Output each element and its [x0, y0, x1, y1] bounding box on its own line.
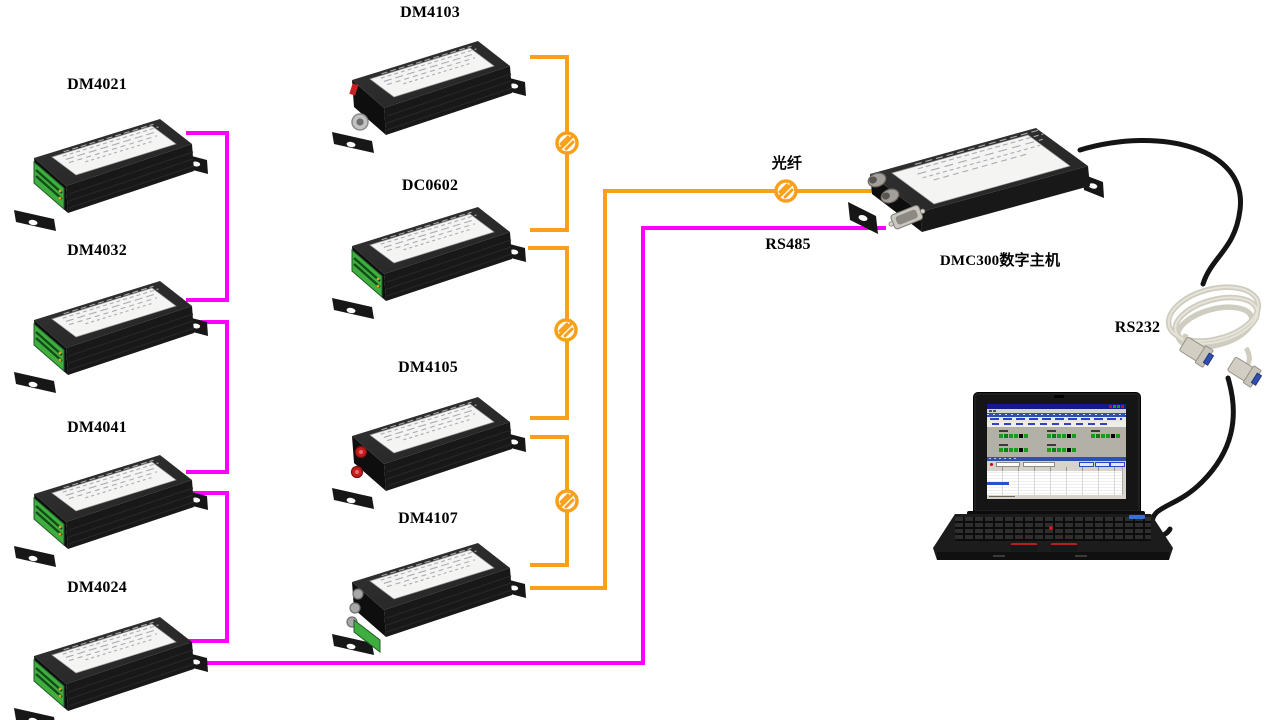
label-dm4021: DM4021 [67, 76, 127, 93]
db9-connector [1227, 356, 1263, 388]
laptop [933, 390, 1173, 565]
rs232-coil [1165, 284, 1263, 388]
label-dm4105: DM4105 [398, 359, 458, 376]
label-dm4107: DM4107 [398, 510, 458, 527]
host-dmc300 [846, 116, 1106, 256]
label-dc0602: DC0602 [401, 177, 459, 194]
app-selected-row [987, 482, 1009, 485]
label-fiber: 光纤 [771, 156, 803, 172]
rs485-link-dm4024-host [188, 226, 886, 665]
fiber-coupler-icon [555, 489, 579, 513]
app-scrollbar [1122, 467, 1126, 495]
fiber-link-dm4107-host [530, 189, 878, 590]
fiber-coupler-icon [774, 179, 798, 203]
thinkvantage-button [1129, 515, 1145, 519]
app-table-header [987, 467, 1126, 471]
rs485-bus [186, 131, 886, 665]
app-data-table [987, 467, 1126, 495]
label-dm4103: DM4103 [400, 4, 460, 21]
label-dm4032: DM4032 [67, 242, 127, 259]
laptop-base [933, 514, 1173, 560]
app-control-row [987, 461, 1126, 467]
laptop-hinge [967, 511, 1145, 516]
mouse-button [1011, 543, 1037, 551]
trackpoint [1049, 526, 1053, 530]
laptop-front-edge [937, 552, 1169, 560]
app-section-header [987, 457, 1126, 461]
module-dm4107 [318, 528, 528, 658]
app-links-row [987, 422, 1126, 427]
fiber-bus [528, 55, 878, 590]
rs485-link-dm4021-dm4032 [186, 131, 229, 302]
app-links-row [987, 417, 1126, 422]
fiber-coupler-icon [555, 131, 579, 155]
label-rs232: RS232 [1114, 319, 1161, 336]
module-dm4021 [0, 104, 210, 234]
laptop-lid [973, 392, 1141, 513]
app-toolbar [987, 413, 1126, 417]
app-statusbar [987, 495, 1126, 499]
laptop-screen [987, 404, 1126, 499]
label-host: DMC300数字主机 [939, 253, 1061, 269]
label-rs485: RS485 [765, 236, 811, 253]
app-menubar [987, 409, 1126, 413]
label-dm4024: DM4024 [67, 579, 127, 596]
laptop-keyboard [955, 517, 1151, 541]
app-led-panel [987, 427, 1126, 457]
module-dc0602 [318, 192, 528, 322]
fiber-coupler-icon [554, 318, 578, 342]
label-dm4041: DM4041 [67, 419, 127, 436]
rs232-cable-host-to-coil [1077, 138, 1243, 287]
module-dm4041 [0, 440, 210, 570]
module-dm4032 [0, 266, 210, 396]
module-dm4105 [318, 382, 528, 512]
module-dm4103 [318, 26, 528, 156]
laptop-latch [1054, 395, 1064, 398]
mouse-button [1051, 543, 1077, 551]
app-titlebar [987, 404, 1126, 409]
rs485-link-dm4041-dm4024 [186, 491, 229, 643]
module-dm4024 [0, 602, 210, 720]
db9-connector [1179, 336, 1215, 368]
